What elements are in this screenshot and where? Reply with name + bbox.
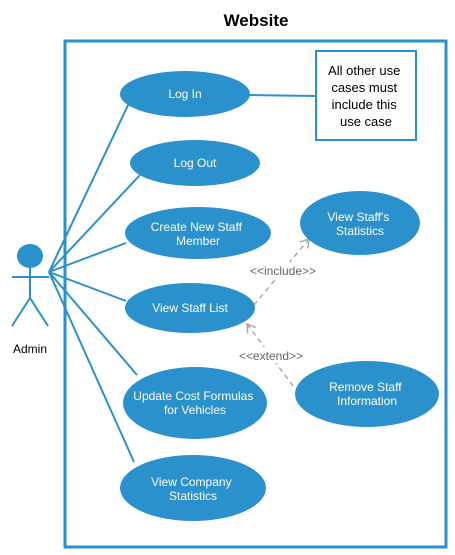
use-case-update-cost[interactable]: Update Cost Formulas for Vehicles — [123, 367, 267, 439]
use-case-update-cost-label-line1: Update Cost Formulas — [133, 389, 253, 403]
note-connector — [248, 94, 317, 97]
actor-admin[interactable]: Admin — [11, 244, 49, 356]
assoc-update-cost — [48, 271, 138, 376]
svg-text:Remove Staff Information: Remove Staff Information — [329, 380, 405, 408]
assoc-create-staff — [48, 242, 127, 273]
extend-label: <<extend>> — [239, 349, 303, 363]
use-case-view-staff-list[interactable]: View Staff List — [125, 283, 255, 333]
use-case-remove-staff[interactable]: Remove Staff Information — [295, 361, 439, 427]
note-line-2: cases must — [331, 80, 397, 95]
use-case-create-staff[interactable]: Create New Staff Member — [125, 207, 271, 259]
use-case-remove-staff-label-line1: Remove Staff — [329, 380, 402, 394]
use-case-view-company-stats-label-line2: Statistics — [169, 489, 217, 503]
use-case-remove-staff-label-line2: Information — [337, 394, 397, 408]
assoc-login — [48, 100, 131, 273]
svg-text:All other use cases must: All other use cases must include this us… — [328, 63, 404, 129]
assoc-view-staff-list — [48, 271, 127, 302]
use-case-view-staff-stats[interactable]: View Staff's Statistics — [300, 191, 420, 255]
assoc-logout — [48, 174, 141, 273]
include-label: <<include>> — [250, 264, 316, 278]
svg-text:View Company Statistics: View Company Statistics — [151, 475, 235, 503]
system-boundary — [63, 39, 448, 549]
svg-text:Log Out: Log Out — [174, 156, 217, 170]
note-line-3: include this — [332, 97, 398, 112]
svg-text:Log In: Log In — [168, 87, 201, 101]
actor-head-icon — [17, 244, 43, 268]
note-box: All other use cases must include this us… — [315, 50, 417, 141]
use-case-logout-label: Log Out — [174, 156, 217, 170]
svg-text:View Staff List: View Staff List — [152, 301, 228, 315]
actor-label: Admin — [13, 342, 47, 356]
use-case-view-staff-stats-label-line2: Statistics — [336, 224, 384, 238]
use-case-view-staff-list-label: View Staff List — [152, 301, 228, 315]
svg-text:Update Cost Formulas for: Update Cost Formulas for Vehicles — [133, 389, 256, 417]
diagram-title: Website — [224, 11, 289, 30]
association-lines — [48, 100, 141, 463]
note-line-4: use case — [340, 114, 392, 129]
include-label-bg — [243, 262, 323, 278]
use-case-login[interactable]: Log In — [120, 71, 250, 117]
note-line-1: All other use — [328, 63, 400, 78]
svg-text:Create New Staff Member: Create New Staff Member — [151, 220, 246, 248]
use-case-view-company-stats[interactable]: View Company Statistics — [120, 455, 266, 521]
extend-label-bg — [232, 347, 310, 363]
actor-body-icon — [11, 268, 49, 327]
use-case-create-staff-label-line1: Create New Staff — [151, 220, 243, 234]
svg-text:View Staff's Statistics: View Staff's Statistics — [327, 210, 392, 238]
use-case-view-company-stats-label-line1: View Company — [151, 475, 231, 489]
use-case-create-staff-label-line2: Member — [176, 234, 220, 248]
assoc-view-company-stats — [48, 271, 135, 463]
use-case-logout[interactable]: Log Out — [130, 140, 260, 186]
use-case-login-label: Log In — [168, 87, 201, 101]
use-case-view-staff-stats-label-line1: View Staff's — [327, 210, 389, 224]
use-case-update-cost-label-line2: for Vehicles — [164, 403, 226, 417]
